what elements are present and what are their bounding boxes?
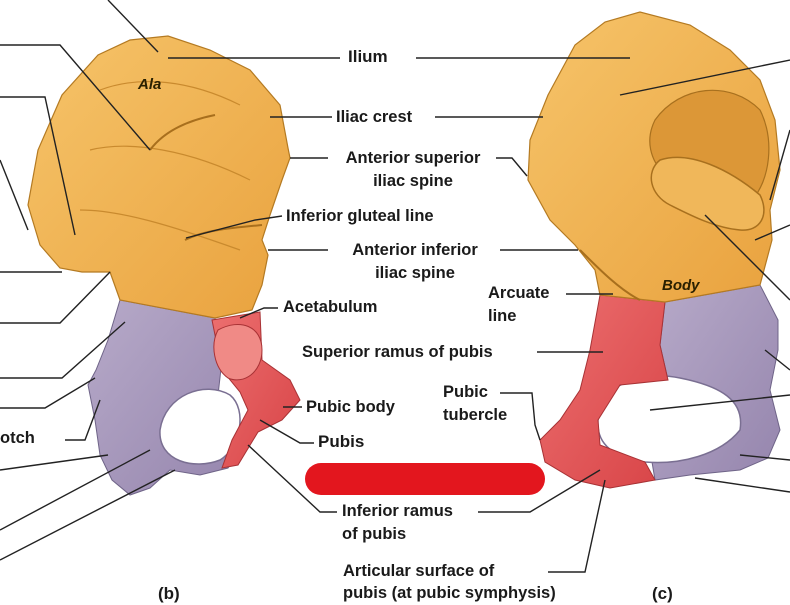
- label-arcuate-2: line: [488, 307, 517, 325]
- panel-label-b: (b): [158, 584, 180, 603]
- label-superior-ramus: Superior ramus of pubis: [302, 343, 493, 361]
- label-pubic-tubercle-2: tubercle: [443, 406, 508, 424]
- leader-lines: [0, 0, 790, 573]
- label-ilium: Ilium: [348, 47, 388, 66]
- label-pubic-body: Pubic body: [306, 398, 395, 416]
- label-articular-1: Articular surface of: [343, 562, 495, 580]
- acetabulum-cup-b: [213, 324, 263, 381]
- label-inferior-ramus-1: Inferior ramus: [342, 502, 453, 520]
- panel-label-c: (c): [652, 584, 673, 603]
- label-anterior-superior-1: Anterior superior: [345, 149, 481, 167]
- label-iliac-crest: Iliac crest: [336, 108, 413, 126]
- ilium-region-b: [27, 35, 291, 319]
- redaction-bar: [305, 463, 545, 495]
- bone-lateral-view: [27, 35, 301, 496]
- label-articular-2: pubis (at pubic symphysis): [343, 584, 556, 602]
- arcuate-line-c: [579, 249, 641, 301]
- label-inferior-ramus-2: of pubis: [342, 525, 407, 543]
- label-anterior-inferior-2: iliac spine: [375, 264, 455, 282]
- label-ala: Ala: [138, 76, 162, 93]
- label-inferior-gluteal-line: Inferior gluteal line: [286, 207, 434, 225]
- label-body: Body: [662, 277, 700, 294]
- label-notch-partial: otch: [0, 429, 35, 447]
- bone-medial-view: [527, 11, 781, 489]
- label-acetabulum: Acetabulum: [283, 298, 378, 316]
- label-anterior-superior-2: iliac spine: [373, 172, 453, 190]
- label-pubic-tubercle-1: Pubic: [443, 383, 488, 401]
- label-pubis: Pubis: [318, 432, 365, 451]
- label-anterior-inferior-1: Anterior inferior: [352, 241, 478, 259]
- ala-surface-b: [79, 80, 251, 251]
- label-arcuate-1: Arcuate: [488, 284, 550, 302]
- pubis-region-c: [539, 294, 669, 489]
- auricular-surface-c: [650, 156, 765, 231]
